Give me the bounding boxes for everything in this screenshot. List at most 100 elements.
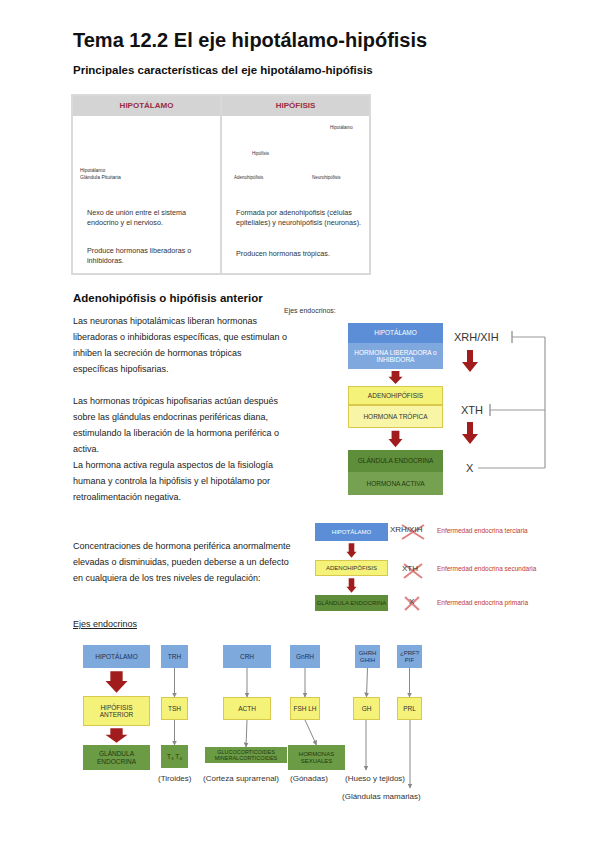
- process-box: HORMONA TRÓPICA: [348, 405, 443, 428]
- block-arrow: [347, 543, 357, 557]
- process-box: ADENOHIPÓFISIS: [348, 386, 443, 405]
- hormone-symbol: XTH: [461, 404, 483, 416]
- box-text: HIPOTÁLAMO: [120, 101, 174, 110]
- hormone-symbol: XTH: [402, 564, 418, 573]
- box-text: HIPOTÁLAMO: [332, 529, 371, 536]
- arrow-line: [174, 720, 175, 745]
- text-label: (Gónadas): [290, 774, 328, 783]
- arrow-line: [174, 668, 175, 697]
- process-box: CRH: [223, 645, 271, 668]
- process-box: HIPÓFISIS ANTERIOR: [83, 696, 150, 726]
- paragraph: Concentraciones de hormona periférica an…: [73, 538, 298, 586]
- process-box: GLUCOCORTICOIDES MINERALCORTICOIDES: [205, 747, 287, 763]
- process-box: HIPOTÁLAMO: [348, 323, 443, 343]
- box-text: HORMONA ACTIVA: [366, 480, 424, 487]
- process-box: HORMONAS SEXUALES: [288, 745, 345, 770]
- process-box: HORMONA LIBERADORA o INHIBIDORA: [348, 343, 443, 369]
- box-text: ¿PRF? PIF: [397, 650, 422, 664]
- disease-label: Enfermedad endocrina primaria: [437, 599, 528, 606]
- box-text: T₃ T₄: [167, 753, 182, 760]
- arrow-line: [305, 720, 317, 745]
- hormone-symbol: XRH/XIH: [390, 525, 422, 534]
- table-cell: Nexo de unión entre el sistema endocrino…: [73, 96, 220, 273]
- box-text: GLÁNDULA ENDOCRINA: [358, 457, 434, 464]
- block-arrow: [389, 431, 403, 448]
- text-label: (Hueso y tejidos): [345, 774, 405, 783]
- box-text: HORMONAS SEXUALES: [288, 751, 345, 765]
- process-box: TRH: [161, 645, 188, 668]
- hormone-symbol: XRH/XIH: [454, 331, 499, 343]
- box-text: PRL: [403, 705, 416, 712]
- bullet-text: Nexo de unión entre el sistema endocrino…: [87, 208, 215, 229]
- box-text: ACTH: [238, 705, 256, 712]
- bullet-text: Producen hormonas trópicas.: [236, 249, 364, 259]
- text-label: (Tiroides): [158, 774, 191, 783]
- box-text: TSH: [168, 705, 181, 712]
- process-box: ACTH: [223, 697, 271, 720]
- box-text: HORMONA TRÓPICA: [363, 413, 427, 420]
- box-text: FSH LH: [293, 705, 316, 712]
- box-text: CRH: [240, 653, 254, 660]
- disease-label: Enfermedad endocrina secundaria: [437, 565, 536, 572]
- text-label: Neurohipófisis: [312, 175, 341, 180]
- disease-label: Enfermedad endocrina terciaria: [437, 527, 528, 534]
- process-box: GLÁNDULA ENDOCRINA: [83, 745, 150, 770]
- header-band: HIPOTÁLAMO: [73, 96, 220, 116]
- box-text: GnRH: [296, 653, 314, 660]
- hormone-symbol: X: [409, 597, 414, 606]
- process-box: PRL: [397, 697, 422, 720]
- page-title: Tema 12.2 El eje hipotálamo-hipófisis: [73, 29, 427, 52]
- defect-cross: [402, 525, 424, 610]
- box-text: HORMONA LIBERADORA o INHIBIDORA: [348, 349, 443, 364]
- bullet-text: Formada por adenohipófisis (células epit…: [236, 208, 364, 229]
- box-text: GLÁNDULA ENDOCRINA: [83, 750, 150, 765]
- text-label: Ejes endocrinos:: [284, 307, 336, 314]
- feedback-bracket: [462, 331, 545, 468]
- section-heading: Adenohipófisis o hipófisis anterior: [73, 292, 263, 304]
- process-box: GLÁNDULA ENDOCRINA: [348, 450, 443, 472]
- box-text: HIPOTÁLAMO: [374, 329, 417, 336]
- box-text: HIPÓFISIS: [276, 101, 316, 110]
- block-arrow: [347, 578, 357, 592]
- process-box: GLÁNDULA ENDOCRINA: [315, 595, 388, 611]
- box-text: GLÁNDULA ENDOCRINA: [317, 600, 387, 607]
- process-box: GHRH GHIH: [355, 645, 380, 668]
- box-text: HIPÓFISIS ANTERIOR: [84, 704, 149, 719]
- bullet-text: Produce hormonas liberadoras o inhibidor…: [87, 246, 215, 267]
- text-label: Hipotálamo: [80, 167, 105, 173]
- block-arrow: [106, 728, 128, 742]
- process-box: HIPOTÁLAMO: [315, 523, 388, 541]
- process-box: HIPOTÁLAMO: [83, 645, 150, 668]
- header-band: HIPÓFISIS: [222, 96, 369, 116]
- box-text: GHRH GHIH: [355, 650, 380, 664]
- process-box: ¿PRF? PIF: [397, 645, 422, 668]
- process-box: GnRH: [290, 645, 320, 668]
- text-label: Glándula Pituitaria: [80, 174, 121, 180]
- text-label: (Corteza suprarrenal): [203, 774, 279, 783]
- box-text: TRH: [168, 653, 181, 660]
- box-text: ADENOHIPÓFISIS: [368, 392, 423, 399]
- box-text: GH: [362, 705, 372, 712]
- process-box: GH: [353, 697, 380, 720]
- box-text: ADENOHIPÓFISIS: [326, 565, 377, 572]
- box-text: GLUCOCORTICOIDES MINERALCORTICOIDES: [205, 749, 287, 762]
- process-box: HORMONA ACTIVA: [348, 472, 443, 495]
- hormone-symbol: X: [466, 462, 473, 474]
- arrow-line: [247, 668, 248, 697]
- text-label: Hipotálamo: [330, 125, 353, 130]
- arrow-line: [305, 668, 306, 697]
- process-box: TSH: [161, 697, 188, 720]
- table-frame: [71, 94, 371, 275]
- paragraph: La hormona activa regula aspectos de la …: [73, 457, 288, 505]
- paragraph: Las hormonas trópicas hipofisarias actúa…: [73, 393, 288, 457]
- process-box: ADENOHIPÓFISIS: [315, 560, 388, 576]
- table-cell: Formada por adenohipófisis (células epit…: [222, 96, 369, 273]
- text-label: (Glándulas mamarias): [342, 792, 421, 801]
- section-heading: Principales características del eje hipo…: [73, 64, 373, 76]
- process-box: T₃ T₄: [161, 745, 188, 768]
- block-arrow: [389, 371, 403, 384]
- text-label: Hipófisis: [252, 151, 269, 156]
- arrow-line: [409, 668, 410, 697]
- process-box: FSH LH: [290, 697, 320, 720]
